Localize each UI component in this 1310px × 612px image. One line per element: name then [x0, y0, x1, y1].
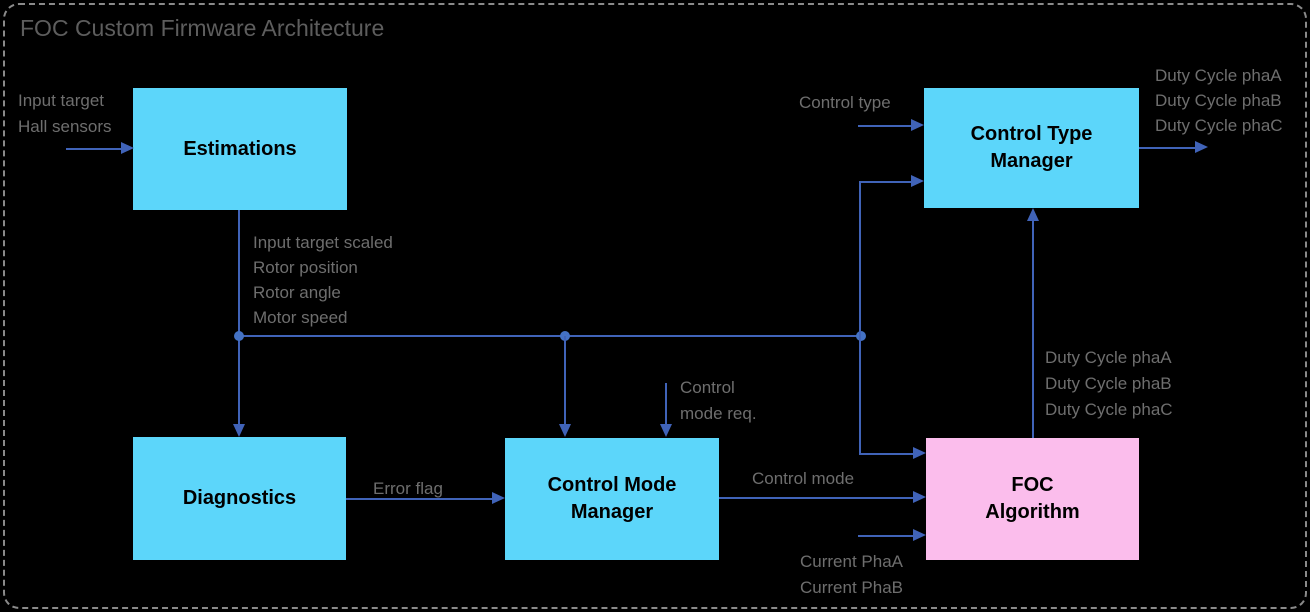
- arrowhead-current-foc-icon: [913, 529, 926, 541]
- label-duty-cycle-phaB-out: Duty Cycle phaB: [1155, 91, 1282, 110]
- connector-current-foc-line: [858, 535, 913, 537]
- connector-bus-control-type-manager-hline: [859, 181, 911, 183]
- block-estimations-label: Estimations: [183, 137, 297, 160]
- label-current-phaA: Current PhaA: [800, 552, 903, 571]
- label-foc-duty-phaA: Duty Cycle phaA: [1045, 348, 1172, 367]
- connector-mode-request-line: [665, 383, 667, 424]
- connector-bus-control-type-manager-vline: [859, 182, 861, 336]
- arrowhead-mode-request-icon: [660, 424, 672, 437]
- arrowhead-bus-control-mode-manager-icon: [559, 424, 571, 437]
- arrowhead-foc-control-type-manager-icon: [1027, 208, 1039, 221]
- block-control-type-manager-label-line2: Manager: [990, 150, 1073, 172]
- diagram-title: FOC Custom Firmware Architecture: [20, 15, 385, 41]
- arrowhead-bus-foc-icon: [913, 447, 926, 459]
- arrowhead-bus-control-type-manager-icon: [911, 175, 924, 187]
- connector-control-type-manager-output-line: [1139, 147, 1195, 149]
- diagram-border: [3, 3, 1307, 609]
- label-duty-cycle-phaA-out: Duty Cycle phaA: [1155, 66, 1282, 85]
- block-control-mode-manager-label-line2: Manager: [570, 501, 654, 523]
- label-rotor-angle: Rotor angle: [253, 283, 341, 302]
- label-control-mode-request: Control mode req.: [680, 375, 757, 427]
- junction-dot-left: [234, 331, 244, 341]
- label-rotor-position: Rotor position: [253, 258, 358, 277]
- block-diagnostics-label: Diagnostics: [182, 487, 297, 509]
- connector-diagnostics-control-mode-manager-line: [346, 498, 492, 500]
- arrowhead-control-type-manager-output-icon: [1195, 141, 1208, 153]
- block-control-mode-manager-label-line1: Control Mode: [547, 474, 677, 496]
- label-control-type: Control type: [799, 93, 891, 112]
- block-foc-algorithm: FOC Algorithm: [926, 438, 1139, 560]
- block-diagnostics: Diagnostics: [133, 437, 346, 560]
- arrowhead-inputs-estimations-icon: [121, 142, 134, 154]
- block-control-mode-manager: Control Mode Manager: [505, 438, 719, 560]
- label-control-mode-request-line2: mode req.: [680, 404, 757, 423]
- connector-bus-foc-vline: [859, 336, 861, 455]
- connector-control-mode-manager-foc-line: [719, 497, 913, 499]
- arrowhead-estimations-diagnostics-icon: [233, 424, 245, 437]
- label-motor-speed: Motor speed: [253, 308, 348, 327]
- label-duty-cycle-phaC-out: Duty Cycle phaC: [1155, 116, 1283, 135]
- connector-inputs-estimations-line: [66, 148, 121, 150]
- label-estimations-inputs: Input target Hall sensors: [18, 88, 112, 140]
- connector-control-type-line: [858, 125, 911, 127]
- block-foc-algorithm-label-line1: FOC: [1011, 474, 1054, 496]
- label-duty-cycle-outputs: Duty Cycle phaA Duty Cycle phaB Duty Cyc…: [1155, 63, 1283, 138]
- label-current-inputs: Current PhaA Current PhaB: [800, 549, 903, 601]
- label-current-phaB: Current PhaB: [800, 578, 903, 597]
- label-control-mode: Control mode: [752, 469, 855, 488]
- label-input-target: Input target: [18, 91, 105, 110]
- label-control-mode-request-line1: Control: [680, 378, 735, 397]
- block-control-type-manager: Control Type Manager: [924, 88, 1139, 208]
- connector-estimations-diagnostics-line: [238, 210, 240, 424]
- label-foc-duty-phaB: Duty Cycle phaB: [1045, 374, 1172, 393]
- label-input-target-scaled: Input target scaled: [253, 233, 393, 252]
- arrowhead-diagnostics-control-mode-manager-icon: [492, 492, 505, 504]
- block-control-type-manager-label-line1: Control Type: [970, 123, 1093, 145]
- arrowhead-control-type-icon: [911, 119, 924, 131]
- block-foc-algorithm-label-line2: Algorithm: [985, 501, 1080, 523]
- connector-bus-control-mode-manager-line: [564, 336, 566, 424]
- arrowhead-control-mode-manager-foc-icon: [913, 491, 926, 503]
- label-foc-duty-outputs: Duty Cycle phaA Duty Cycle phaB Duty Cyc…: [1045, 345, 1173, 423]
- connector-bus-foc-hline: [859, 453, 913, 455]
- label-error-flag: Error flag: [373, 479, 443, 498]
- label-estimations-outputs: Input target scaled Rotor position Rotor…: [253, 230, 393, 330]
- block-estimations: Estimations: [133, 88, 347, 210]
- connector-foc-control-type-manager-line: [1032, 221, 1034, 438]
- junction-dot-right: [856, 331, 866, 341]
- connector-estimations-bus-line: [239, 335, 861, 337]
- label-hall-sensors: Hall sensors: [18, 117, 112, 136]
- label-foc-duty-phaC: Duty Cycle phaC: [1045, 400, 1173, 419]
